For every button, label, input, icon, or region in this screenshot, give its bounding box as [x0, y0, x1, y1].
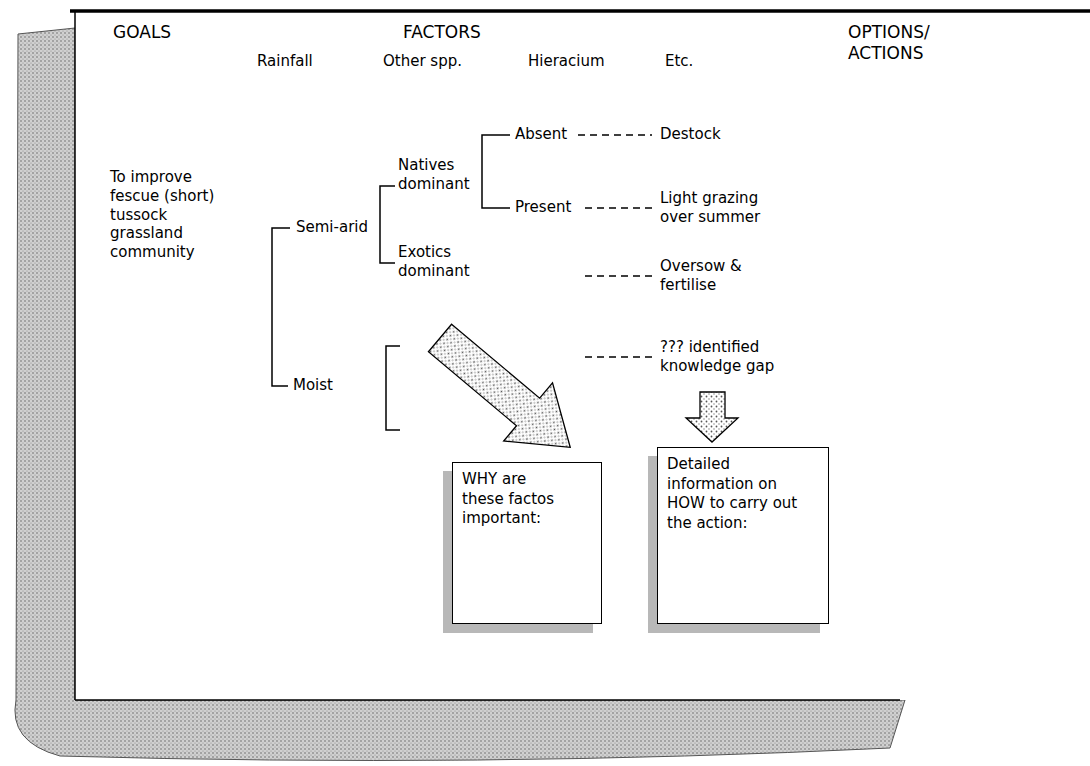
- factor-value: Exotics dominant: [398, 243, 478, 281]
- column-header: FACTORS: [403, 22, 481, 43]
- how-note-box: Detailed information on HOW to carry out…: [657, 447, 829, 624]
- note-text: WHY are these factos important:: [462, 470, 572, 529]
- factor-value: Present: [515, 198, 571, 217]
- action-text: Oversow & fertilise: [660, 257, 765, 295]
- dashed-leader: [585, 207, 652, 208]
- big-dotted-arrow: [416, 309, 595, 476]
- dashed-leader: [578, 134, 652, 135]
- natives-bracket: [482, 135, 510, 208]
- top-rule: [70, 9, 1090, 13]
- factor-header: Etc.: [665, 52, 693, 71]
- factor-value: Moist: [293, 376, 333, 395]
- bottom-rule: [75, 699, 900, 701]
- small-dotted-arrow: [686, 392, 738, 442]
- semi-arid-bracket: [380, 186, 395, 263]
- moist-bracket: [386, 346, 400, 430]
- rainfall-bracket: [272, 228, 290, 386]
- column-header: OPTIONS/ ACTIONS: [848, 22, 958, 65]
- main-panel: [75, 10, 1090, 700]
- note-text: Detailed information on HOW to carry out…: [667, 455, 817, 533]
- action-text: Destock: [660, 125, 721, 144]
- factor-header: Rainfall: [257, 52, 313, 71]
- factor-value: Absent: [515, 125, 567, 144]
- factor-value: Natives dominant: [398, 156, 478, 194]
- dashed-leaders: [578, 135, 652, 357]
- factor-value: Semi-arid: [296, 218, 368, 237]
- action-text: Light grazing over summer: [660, 189, 785, 227]
- factor-header: Other spp.: [383, 52, 462, 71]
- dashed-leader: [585, 275, 652, 276]
- column-header: GOALS: [113, 22, 171, 43]
- action-text: ??? identified knowledge gap: [660, 338, 792, 376]
- factor-header: Hieracium: [528, 52, 605, 71]
- why-note-box: WHY are these factos important:: [452, 462, 602, 624]
- left-rule: [74, 11, 76, 700]
- goal-text: To improve fescue (short) tussock grassl…: [110, 168, 242, 262]
- dashed-leader: [585, 356, 652, 357]
